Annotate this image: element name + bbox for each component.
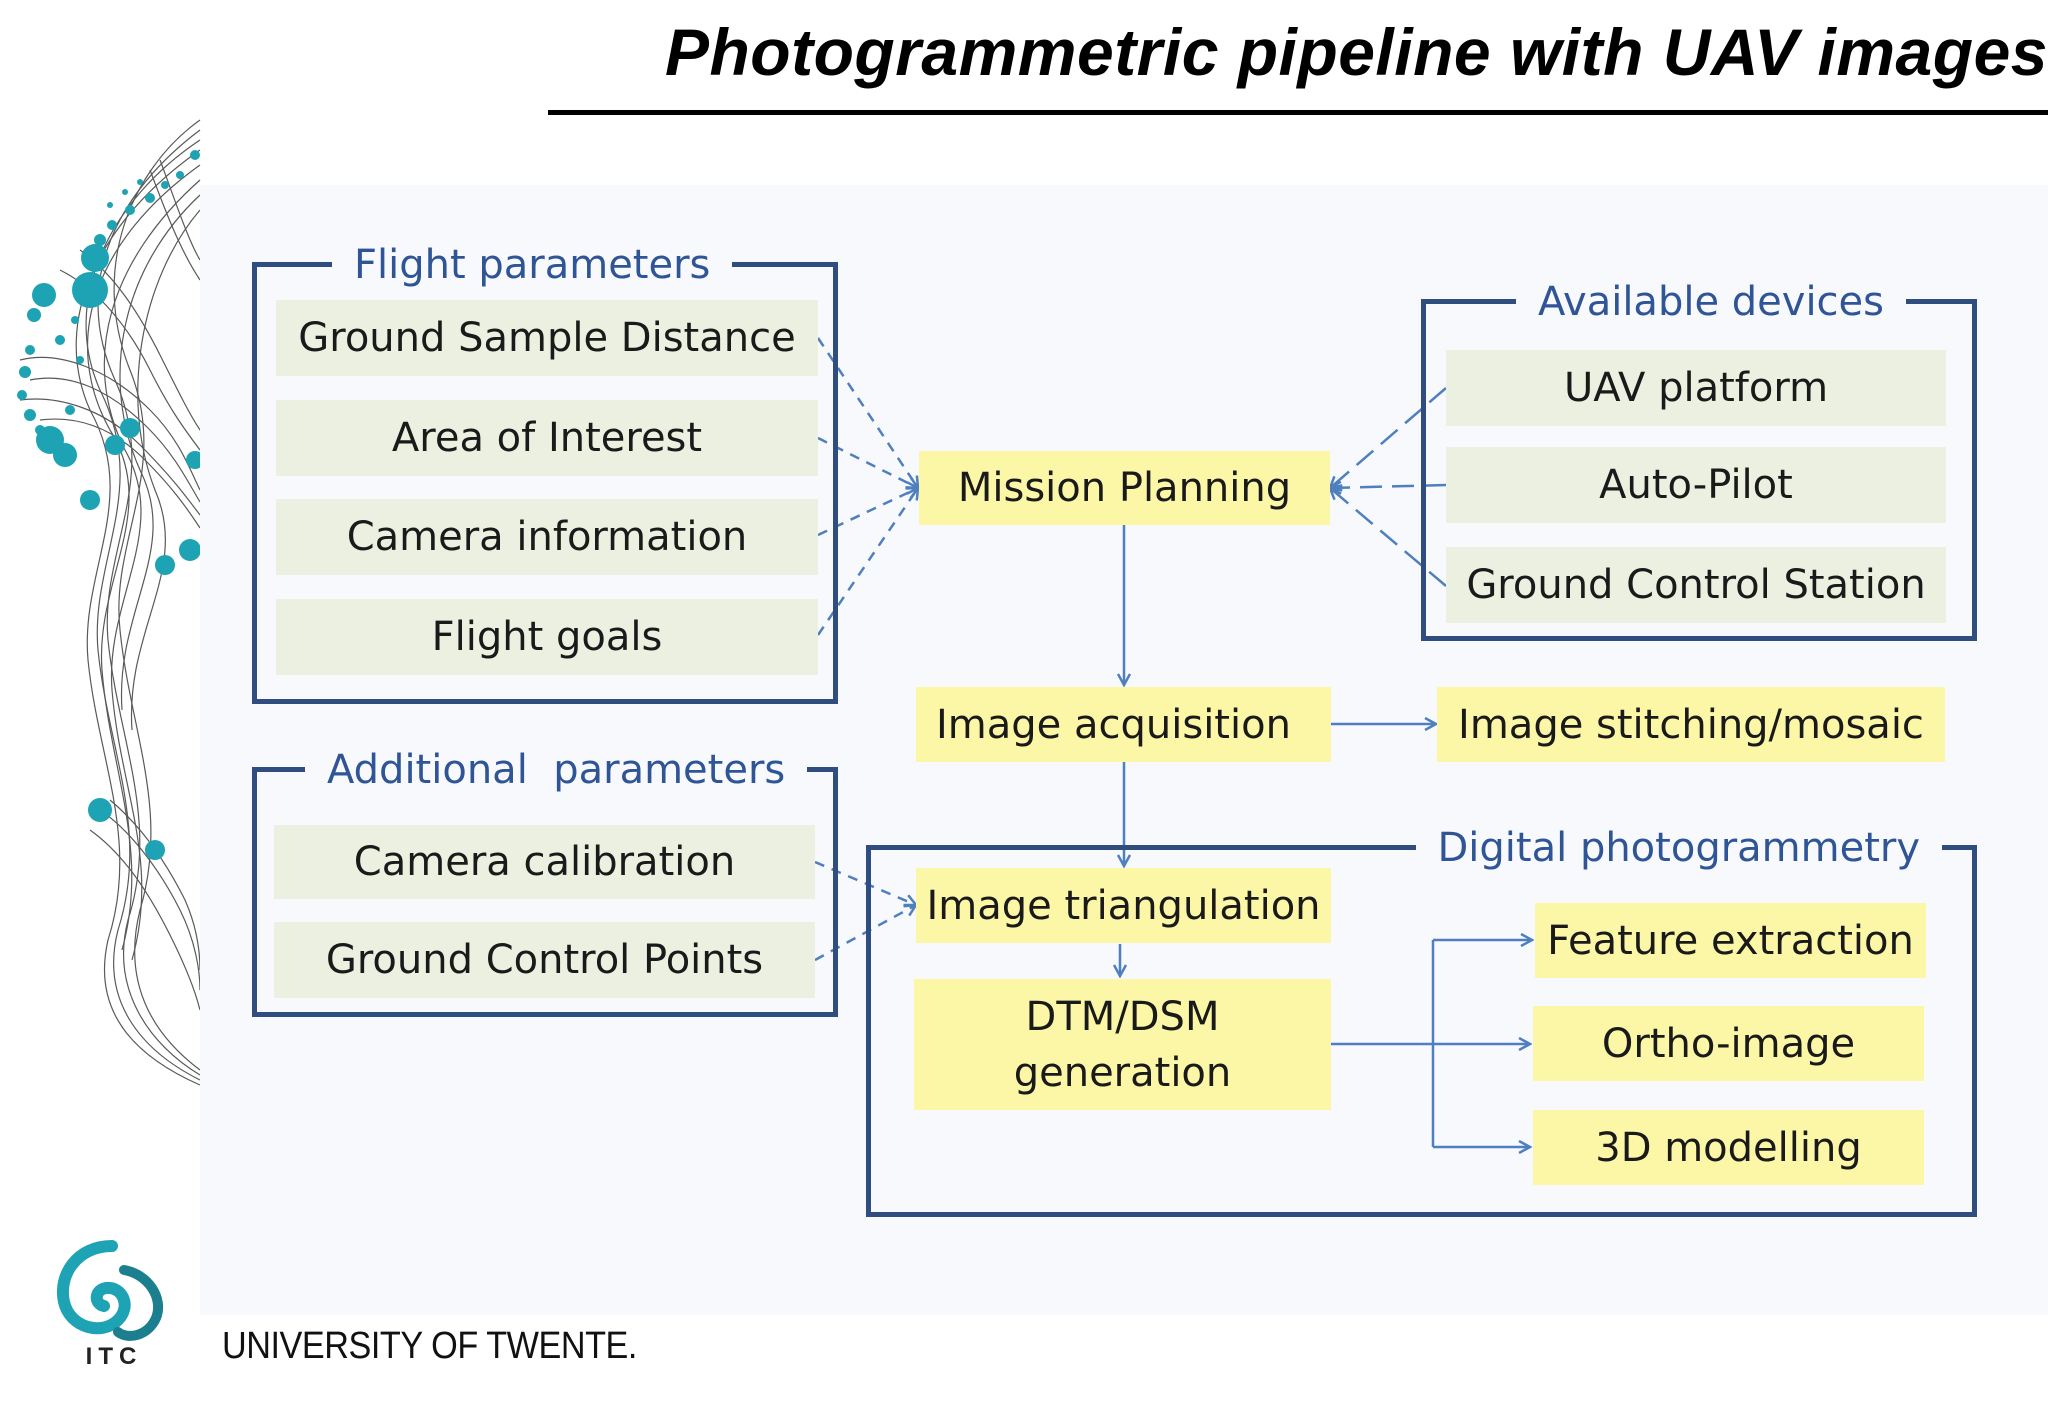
connector-goals-to-mission [816,488,918,636]
feature-extraction-box: Feature extraction [1535,903,1926,978]
group-available-devices: Available devices [1421,282,1977,641]
device-auto-pilot: Auto-Pilot [1446,447,1946,523]
param-area-of-interest: Area of Interest [276,400,818,476]
image-stitching-box: Image stitching/mosaic [1437,687,1945,762]
device-ground-control-station: Ground Control Station [1446,547,1946,623]
image-acquisition-box: Image acquisition [916,687,1331,762]
param-camera-information: Camera information [276,499,818,575]
device-uav-platform: UAV platform [1446,350,1946,426]
connector-gsd-to-mission [816,337,918,488]
university-name: UNIVERSITY OF TWENTE. [222,1325,637,1367]
decorative-curves-icon [17,119,204,1086]
param-camera-calibration: Camera calibration [274,825,815,899]
connector-gcs-to-mission [1330,488,1447,587]
group-additional-parameters: Additional parameters [252,750,838,1017]
ortho-image-box: Ortho-image [1533,1006,1924,1081]
param-ground-control-points: Ground Control Points [274,922,815,998]
param-ground-sample-distance: Ground Sample Distance [276,300,818,376]
group-label-digital-photogrammetry: Digital photogrammetry [1415,828,1942,868]
connector-uav-to-mission [1330,387,1447,488]
connector-calibration-to-triangulation [814,860,916,905]
page-title: Photogrammetric pipeline with UAV images [664,15,2048,89]
itc-logo-icon: ITC [52,1240,172,1374]
title-divider [548,110,2048,115]
group-label-available-devices: Available devices [1516,282,1906,322]
group-digital-photogrammetry: Digital photogrammetry [866,828,1977,1217]
itc-logo-text: ITC [86,1343,143,1370]
connector-autopilot-to-mission [1330,485,1447,488]
mission-planning-box: Mission Planning [919,451,1330,525]
3d-modelling-box: 3D modelling [1533,1110,1924,1185]
group-label-additional-parameters: Additional parameters [305,750,808,790]
dtm-dsm-box: DTM/DSM generation [914,979,1331,1110]
param-flight-goals: Flight goals [276,599,818,675]
connector-gcp-to-triangulation [814,905,916,962]
group-label-flight-parameters: Flight parameters [332,245,733,285]
image-triangulation-box: Image triangulation [916,868,1331,943]
group-flight-parameters: Flight parameters [252,245,838,704]
